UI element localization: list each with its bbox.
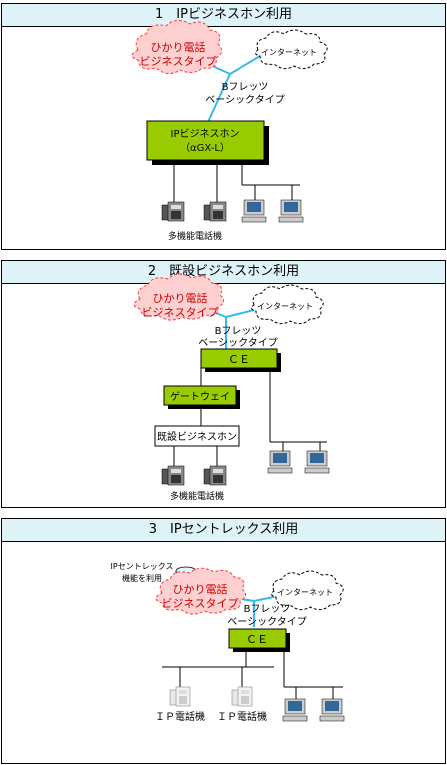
bflets-label-line2: ベーシックタイプ <box>205 94 284 106</box>
hikari-denwa-cloud: ひかり電話 ビジネスタイプ <box>131 20 222 74</box>
network-diagram: ひかり電話 ビジネスタイプ インターネット Bフレッツ ベーシックタイプ ＣＥ <box>133 273 330 502</box>
ce-label: ＣＥ <box>246 633 268 646</box>
legacy-label: 既設ビジネスホン <box>157 430 237 443</box>
cloud-label-line1: ひかり電話 <box>151 40 206 54</box>
cloud-label-line1: ひかり電話 <box>173 582 228 596</box>
ip-phone-icon <box>231 686 253 707</box>
bflets-label-line1: Bフレッツ <box>215 326 262 337</box>
network-diagram: ひかり電話 ビジネスタイプ インターネット Bフレッツ ベーシックタイプ IPビ… <box>131 20 328 242</box>
hikari-denwa-cloud: ひかり電話 ビジネスタイプ <box>133 273 224 321</box>
ip-business-phone-box: IPビジネスホン （αGX-L） <box>146 120 269 165</box>
ip-phone-icon <box>169 686 191 707</box>
ce-box: ＣＥ <box>228 628 290 652</box>
ce-label: ＣＥ <box>228 353 250 366</box>
phones-label: 多機能電話機 <box>168 230 222 242</box>
legacy-business-phone-box: 既設ビジネスホン <box>154 425 240 447</box>
box-label-line1: IPビジネスホン <box>171 128 240 140</box>
network-diagram: IPセントレックス 機能を利用 ひかり電話 ビジネスタイプ インターネット Bフ… <box>111 562 345 723</box>
multifunction-phone-icon <box>203 465 227 486</box>
bflets-label-line2: ベーシックタイプ <box>198 337 277 349</box>
box-label-line2: （αGX-L） <box>180 142 230 154</box>
multifunction-phone-icon <box>161 201 185 222</box>
bflets-label-line1: Bフレッツ <box>222 82 269 93</box>
internet-label: インターネット <box>257 302 313 311</box>
pc-icon <box>282 698 308 722</box>
panel-title: 3 IPセントレックス利用 <box>2 519 445 542</box>
panel-title: 2 既設ビジネスホン利用 <box>2 261 445 284</box>
panel-ip-business-phone: 1 IPビジネスホン利用 ひかり電話 ビジネスタイプ インターネット Bフレッツ… <box>1 3 446 250</box>
centrex-note-line2: 機能を利用 <box>122 573 162 583</box>
ce-box: ＣＥ <box>200 348 281 372</box>
bflets-label-line2: ベーシックタイプ <box>227 616 306 628</box>
internet-label: インターネット <box>261 48 317 57</box>
internet-label: インターネット <box>277 588 333 597</box>
multifunction-phone-icon <box>161 465 185 486</box>
ip-phone-label: ＩＰ電話機 <box>217 710 267 723</box>
internet-cloud: インターネット <box>270 570 344 611</box>
ip-phone-label: ＩＰ電話機 <box>155 710 205 723</box>
panel-title: 1 IPビジネスホン利用 <box>2 4 445 27</box>
gateway-box: ゲートウェイ <box>163 385 240 409</box>
bflets-label-line1: Bフレッツ <box>244 604 291 615</box>
hikari-denwa-cloud: ひかり電話 ビジネスタイプ <box>155 567 246 615</box>
gateway-label: ゲートウェイ <box>170 391 230 403</box>
multifunction-phone-icon <box>203 201 227 222</box>
cloud-label-line2: ビジネスタイプ <box>140 55 217 68</box>
centrex-note-line1: IPセントレックス <box>111 562 174 571</box>
internet-cloud: インターネット <box>254 29 328 70</box>
pc-icon <box>319 698 345 722</box>
cloud-label-line2: ビジネスタイプ <box>142 306 219 319</box>
pc-icon <box>304 450 330 474</box>
cloud-label-line2: ビジネスタイプ <box>162 597 239 610</box>
cloud-label-line1: ひかり電話 <box>153 291 208 305</box>
pc-icon <box>241 199 267 223</box>
internet-cloud: インターネット <box>250 284 324 325</box>
pc-icon <box>278 199 304 223</box>
panel-ip-centrex: 3 IPセントレックス利用 IPセントレックス 機能を利用 ひかり電話 ビジネス… <box>1 518 446 764</box>
phones-label: 多機能電話機 <box>170 490 224 502</box>
pc-icon <box>267 450 293 474</box>
panel-legacy-business-phone: 2 既設ビジネスホン利用 ひかり電話 ビジネスタイプ インターネット Bフレッツ… <box>1 260 446 508</box>
